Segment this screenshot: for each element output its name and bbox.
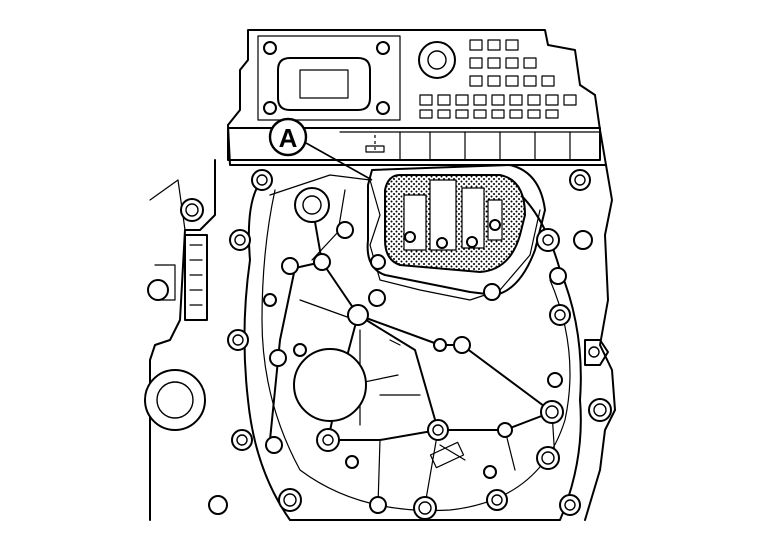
callout-a-label: A	[279, 123, 298, 153]
side-connector	[584, 339, 609, 366]
highlighted-cover	[366, 164, 546, 296]
upper-valve-body	[227, 29, 607, 166]
perimeter-bolts	[180, 169, 612, 520]
transaxle-case	[147, 159, 616, 521]
housing-bosses	[144, 187, 447, 431]
callout-a: A	[268, 117, 373, 181]
